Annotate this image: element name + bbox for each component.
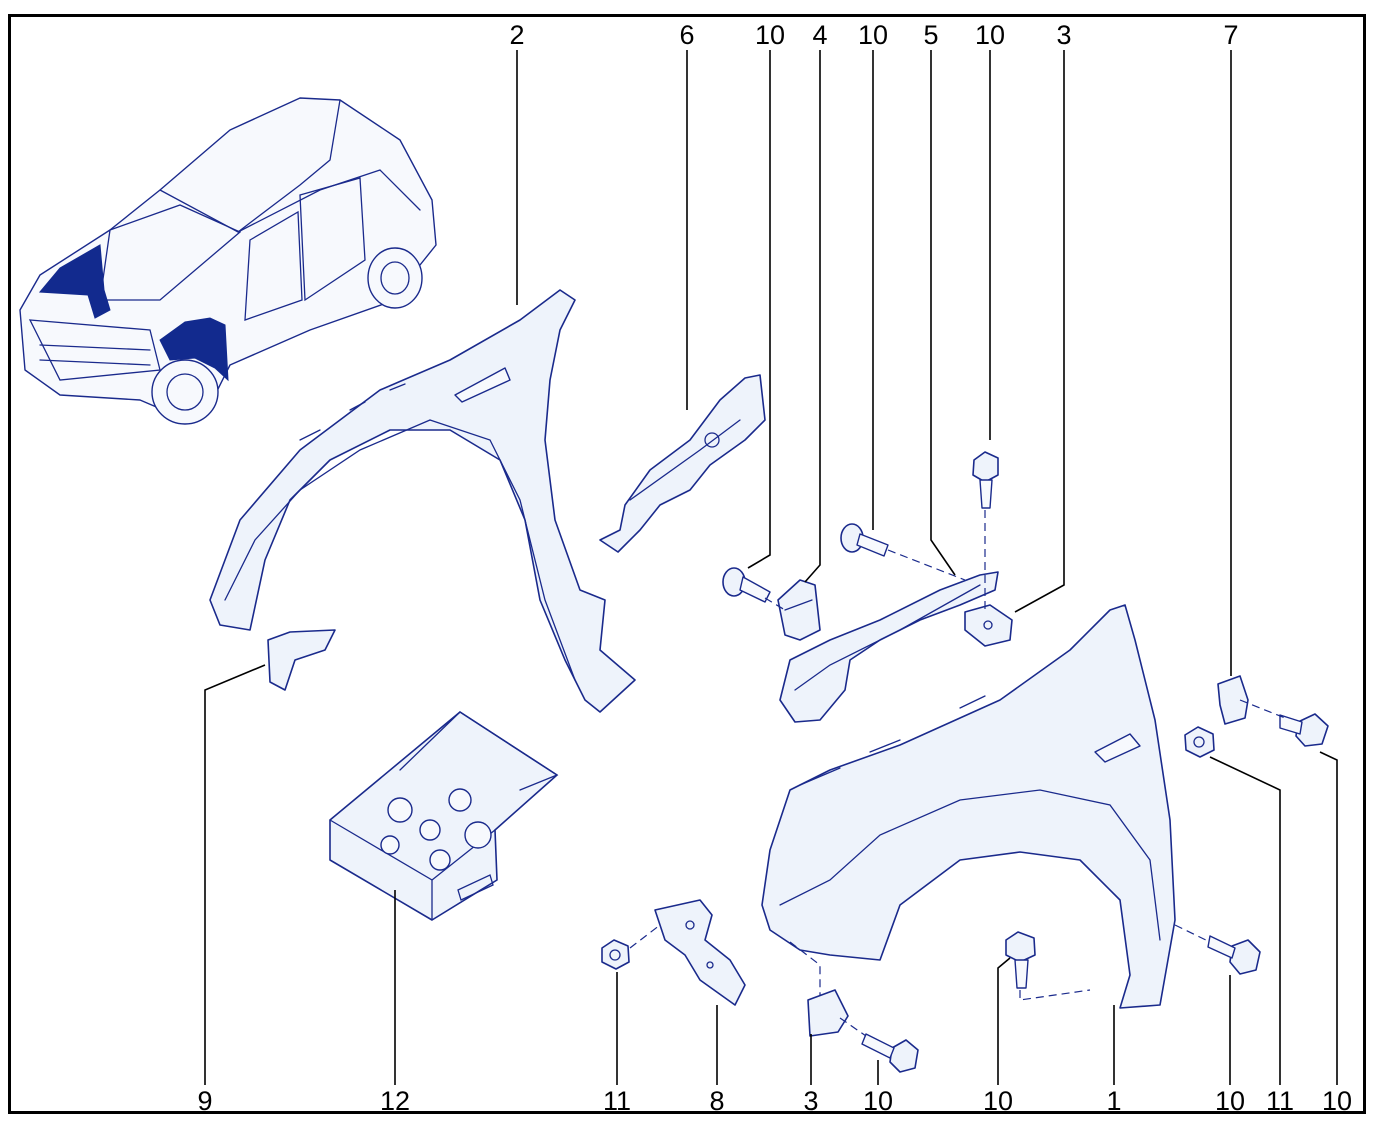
callout-5: 5 (923, 20, 938, 50)
callout-11: 11 (1266, 1086, 1294, 1116)
part-2-wheel-arch-liner (209, 289, 636, 713)
callout-3: 3 (1056, 20, 1071, 50)
part-9-lower-bracket (267, 629, 336, 691)
bolt-10-c (972, 451, 999, 509)
fasteners (601, 451, 1329, 1073)
callout-10: 10 (755, 20, 785, 50)
callout-10: 10 (1215, 1086, 1245, 1116)
leader-lines (204, 50, 1338, 1085)
bolt-10-f (1005, 931, 1036, 989)
callout-6: 6 (679, 20, 694, 50)
callout-1: 1 (1106, 1086, 1121, 1116)
callout-10: 10 (983, 1086, 1013, 1116)
part-7-clip (1217, 675, 1249, 725)
part-5-support-rail (779, 571, 999, 723)
callout-11: 11 (603, 1086, 631, 1116)
bolt-10-d (1279, 713, 1329, 747)
callout-10: 10 (975, 20, 1005, 50)
callout-4: 4 (812, 20, 827, 50)
bolt-10-e (1207, 935, 1261, 975)
part-4-small-bracket (777, 579, 821, 641)
part-3-clip-top (964, 604, 1013, 647)
bolt-10-b (840, 523, 889, 557)
callout-7: 7 (1223, 20, 1238, 50)
vehicle-locator-illustration (19, 97, 437, 425)
callout-10: 10 (858, 20, 888, 50)
part-1-front-fender (761, 604, 1176, 1009)
part-3-clip-bottom (807, 989, 849, 1037)
front-fender-left-highlight (38, 244, 111, 319)
callout-9: 9 (197, 1086, 212, 1116)
part-8-lower-bracket (654, 899, 746, 1006)
callout-labels: 2 6 10 4 10 5 10 3 7 9 12 11 8 3 10 10 1… (197, 20, 1352, 1116)
callout-3: 3 (803, 1086, 818, 1116)
nut-11-b (601, 939, 630, 970)
part-6-upper-bracket (599, 374, 766, 553)
front-fender-right-highlight (159, 317, 229, 382)
callout-10: 10 (863, 1086, 893, 1116)
callout-2: 2 (509, 20, 524, 50)
part-12-fastener-kit (329, 711, 559, 921)
bolt-10-g (861, 1033, 919, 1073)
callout-12: 12 (380, 1086, 410, 1116)
assembly-lines (629, 510, 1286, 1037)
bolt-10-a (722, 567, 771, 603)
callout-8: 8 (709, 1086, 724, 1116)
callout-10: 10 (1322, 1086, 1352, 1116)
nut-11-a (1184, 726, 1215, 758)
